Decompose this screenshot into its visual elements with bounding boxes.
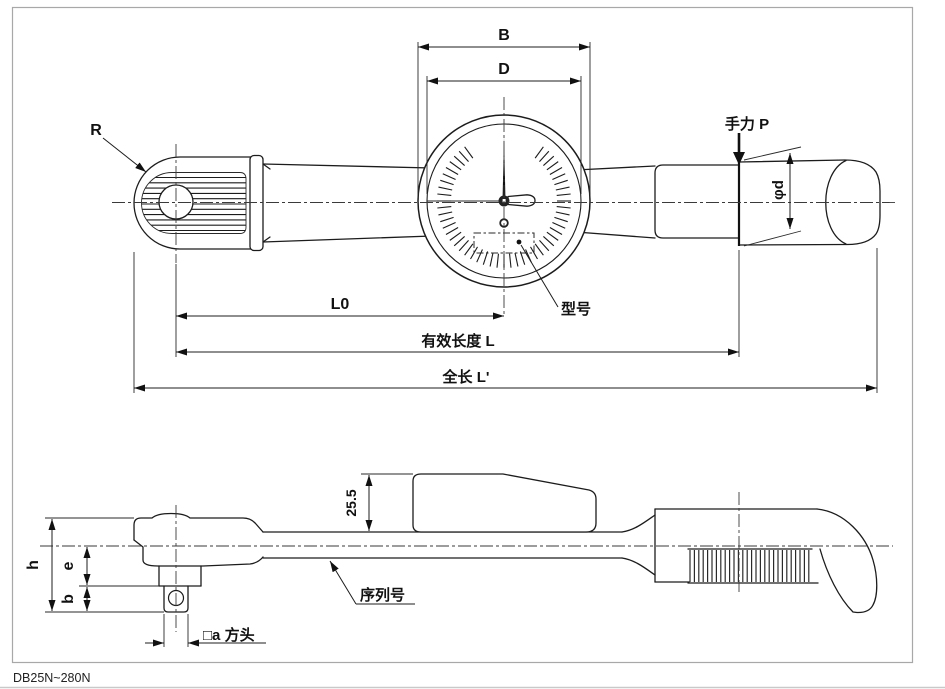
zero-adjust-lever [507, 194, 536, 207]
label-e: e [60, 561, 77, 570]
dial-housing-side [412, 473, 597, 533]
head-knurling [141, 176, 246, 232]
grip-knurling [689, 550, 810, 582]
drawing-border [11, 6, 914, 664]
ratchet-head [133, 144, 264, 263]
bottom-view: h e b 25.5 □a 方头 序列号 [25, 473, 893, 647]
beam [262, 163, 656, 243]
label-L0: L0 [331, 296, 350, 313]
model-range-caption: DB25N~280N [13, 671, 90, 685]
grip-top-view [654, 159, 881, 246]
label-b: b [60, 594, 77, 604]
top-view-dimensions [102, 42, 878, 393]
label-h: h [25, 560, 42, 570]
handle-end [738, 159, 881, 246]
head-collar [249, 154, 264, 252]
label-effective-length: 有效长度 L [421, 332, 494, 350]
top-view: R B D 手力 P φd L0 有效长度 L 全长 L' 型号 [90, 27, 898, 393]
label-hand-force: 手力 P [725, 115, 769, 133]
label-R: R [90, 122, 102, 139]
label-D: D [498, 61, 510, 78]
hand-force-arrow [733, 133, 745, 165]
label-square-drive: □a 方头 [203, 626, 255, 644]
label-25-5: 25.5 [343, 489, 359, 516]
grip-side-view [654, 508, 878, 614]
label-model: 型号 [561, 300, 591, 318]
leader-R [102, 137, 147, 173]
label-phi-d: φd [770, 180, 787, 200]
bottom-view-dimensions [45, 473, 415, 647]
leader-model [520, 244, 559, 308]
label-B: B [498, 27, 510, 44]
head-side-view [133, 512, 264, 613]
label-overall-length: 全长 L' [442, 368, 490, 386]
label-serial: 序列号 [360, 586, 405, 604]
handle-hook [816, 508, 878, 614]
leader-serial [329, 560, 357, 605]
